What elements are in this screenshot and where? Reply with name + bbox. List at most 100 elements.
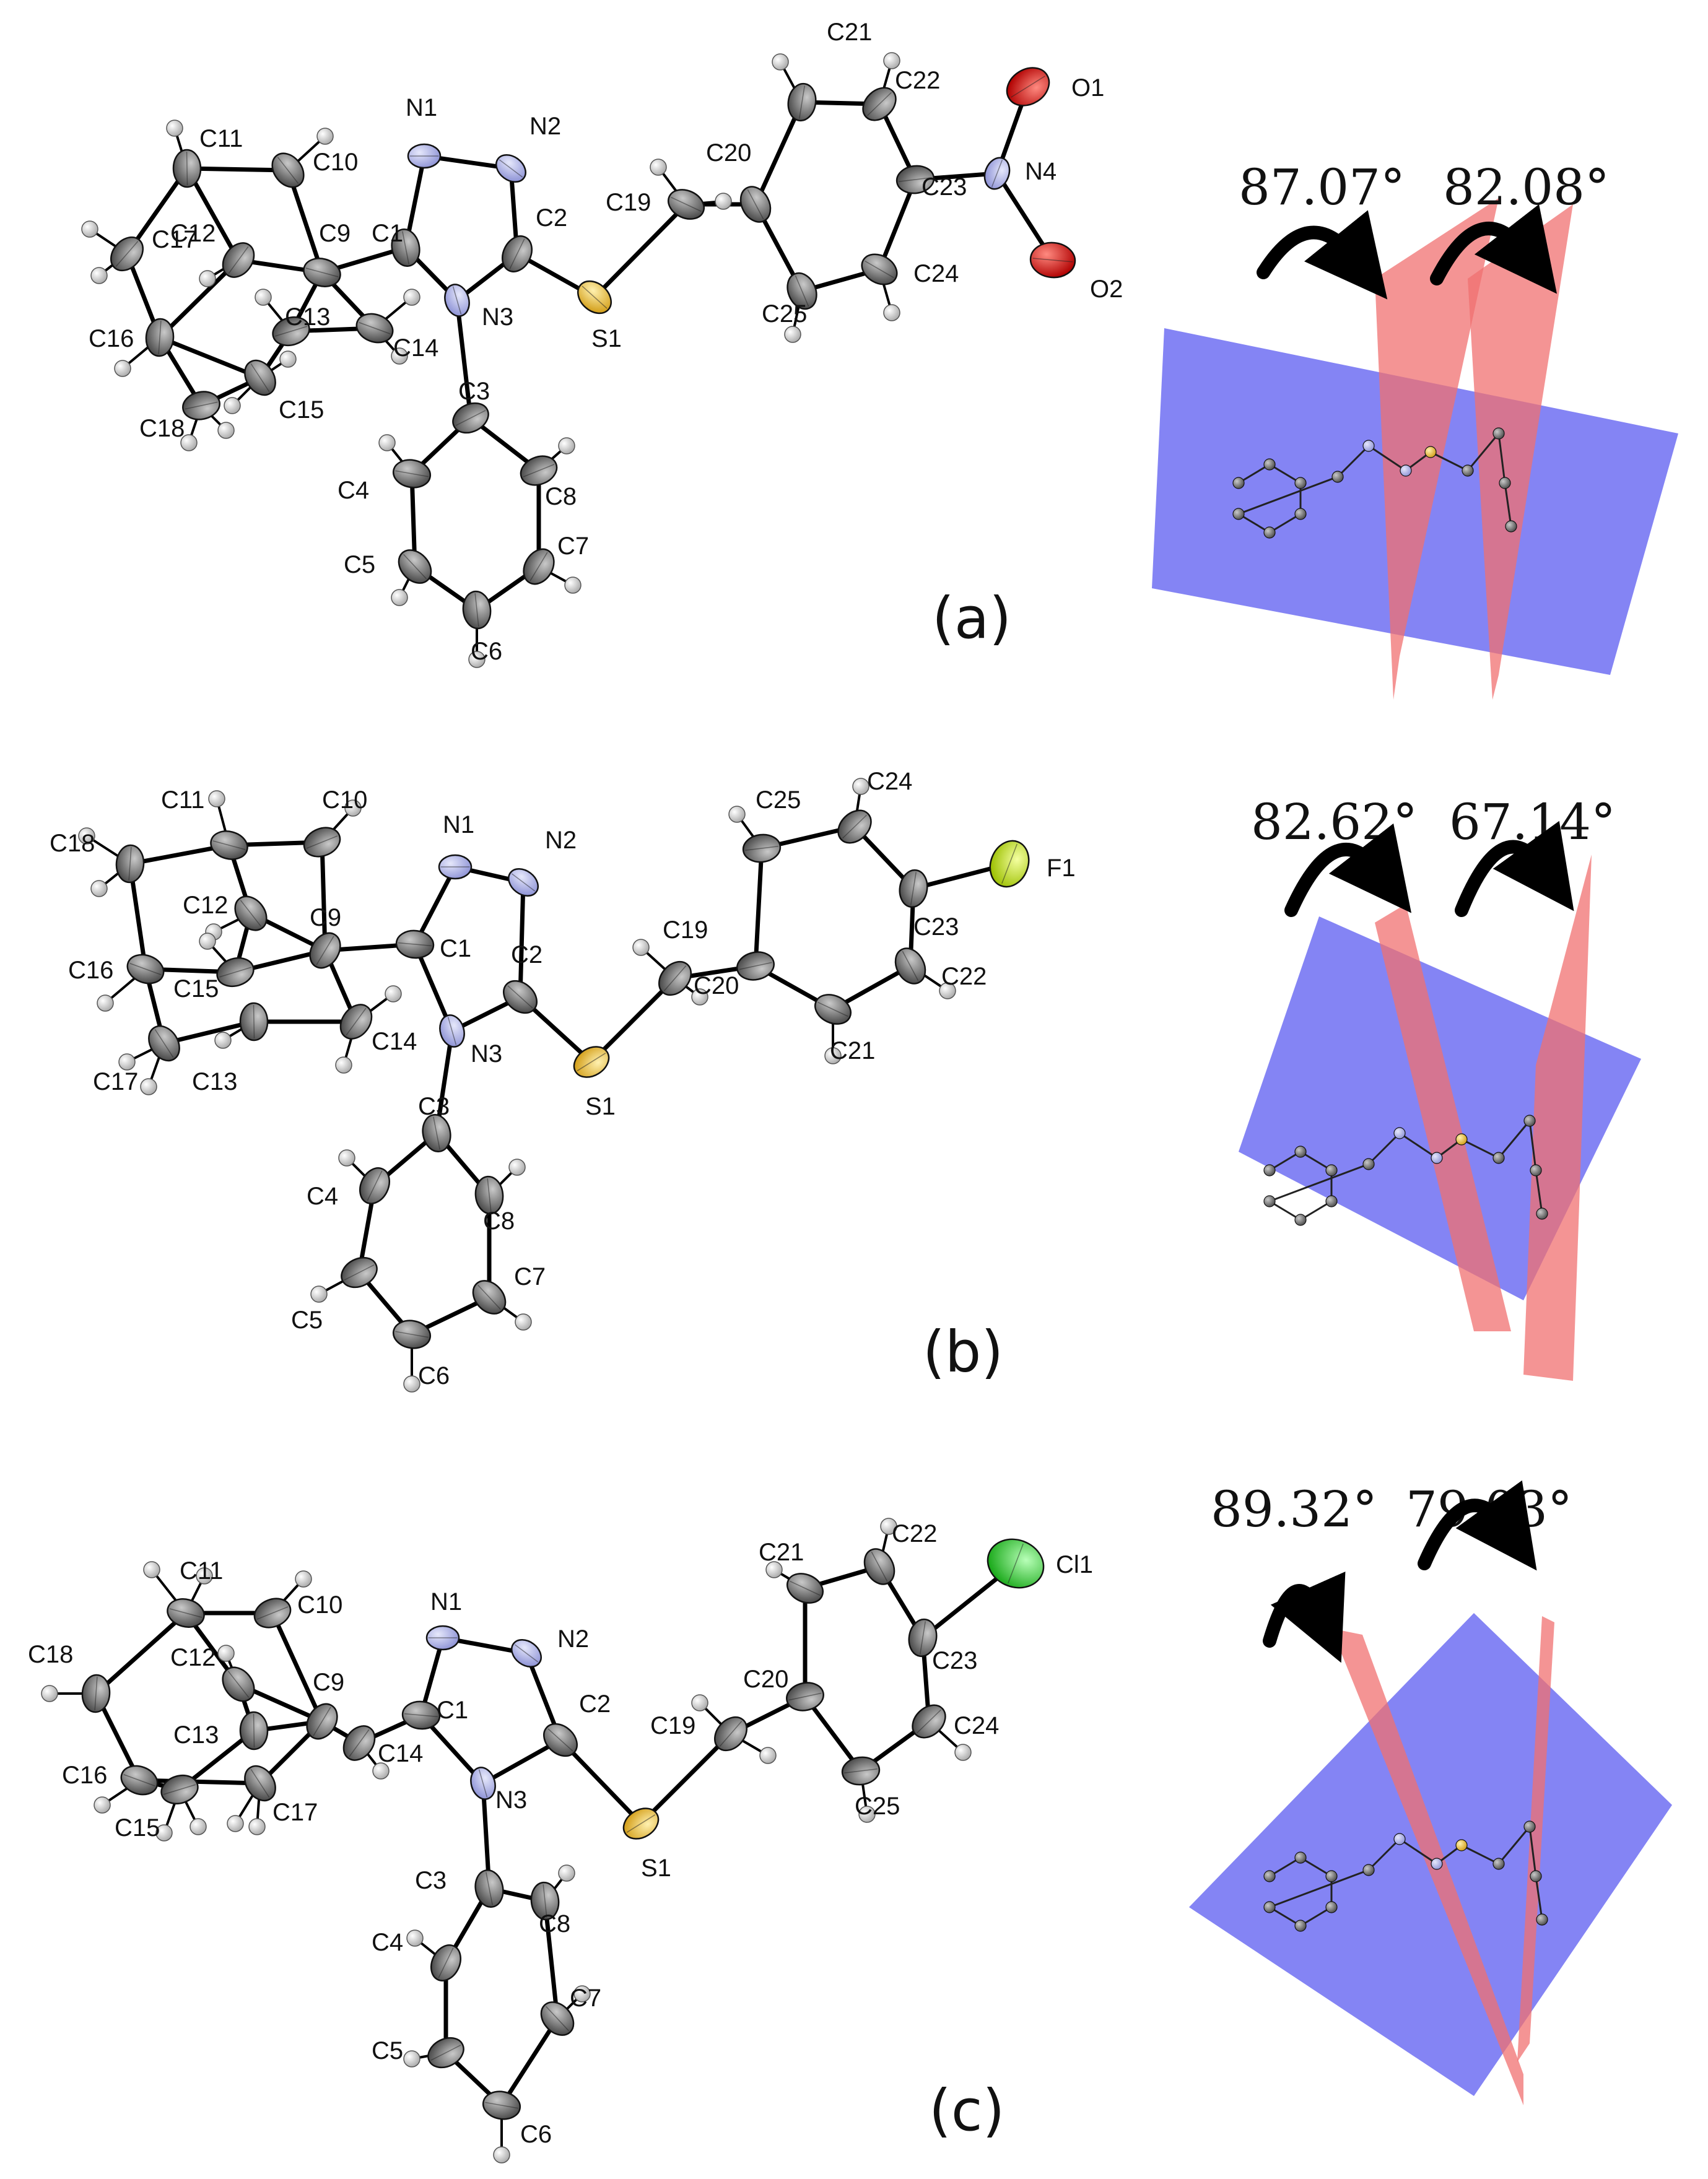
- atom-label-c19: C19: [650, 1712, 695, 1739]
- atom-axis: [817, 1001, 848, 1017]
- atom-axis: [256, 1606, 289, 1620]
- atom-label-c21: C21: [827, 19, 872, 46]
- bond-C10-C9: [270, 1611, 325, 1724]
- hydrogen-atom: [78, 827, 95, 845]
- atom-label-c14: C14: [393, 334, 438, 362]
- mini-bond: [1269, 1150, 1301, 1172]
- mini-bond: [1367, 1132, 1401, 1165]
- phenyl-plane: [1375, 904, 1511, 1331]
- hydrogen-atom: [97, 994, 114, 1012]
- atom-label-c17: C17: [272, 1799, 318, 1826]
- atom-axis: [367, 1170, 383, 1201]
- atom-axis: [250, 363, 270, 393]
- atom-label-c12: C12: [170, 1644, 216, 1671]
- atom-axis: [344, 1264, 375, 1281]
- atom-label-c15: C15: [173, 975, 219, 1003]
- atom-axis: [788, 1692, 822, 1701]
- atom-label-c23: C23: [922, 173, 967, 201]
- atom-axis: [920, 1621, 926, 1655]
- hydrogen-atom: [558, 437, 575, 455]
- atom-axis: [250, 1768, 270, 1798]
- phenyl-plane: [1331, 1629, 1523, 2105]
- mini-bond: [1300, 1856, 1332, 1877]
- atom-axis: [487, 1178, 492, 1212]
- mini-atom: [1232, 477, 1245, 489]
- mini-bond: [1238, 463, 1270, 484]
- rotation-arrow: [1257, 210, 1388, 300]
- hydrogen-atom: [378, 434, 396, 451]
- hydrogen-atom: [166, 120, 183, 137]
- hydrogen-atom: [90, 880, 108, 897]
- atom-label-c24: C24: [913, 260, 959, 287]
- atom-axis: [747, 189, 764, 220]
- atom-label-c11: C11: [161, 786, 204, 814]
- atom-axis: [842, 814, 867, 839]
- atom-label-c19: C19: [606, 189, 651, 216]
- hydrogen-atom: [403, 289, 420, 306]
- mini-bond: [1300, 1906, 1332, 1927]
- atom-axis: [274, 326, 308, 337]
- mini-bond: [1466, 433, 1500, 471]
- bond-C25-C20: [803, 1694, 863, 1773]
- hydrogen-atom: [41, 1685, 58, 1702]
- hydrogen-atom: [632, 939, 650, 956]
- hydrogen-group: [41, 1518, 972, 2164]
- atom-label-n3: N3: [471, 1040, 502, 1068]
- mini-atom: [1523, 1820, 1536, 1833]
- atom-label-c14: C14: [378, 1740, 423, 1767]
- atom-axis: [253, 1004, 255, 1039]
- atom-axis: [349, 1729, 370, 1757]
- atom-label-n2: N2: [545, 827, 577, 854]
- mini-atom: [1536, 1207, 1548, 1220]
- atom-label-c16: C16: [68, 957, 113, 984]
- hydrogen-atom: [180, 434, 198, 451]
- mini-bond: [1336, 445, 1370, 478]
- atom-axis: [507, 985, 533, 1009]
- rotation-arrow: [1430, 204, 1558, 294]
- atom-axis: [346, 1007, 367, 1036]
- mini-bond: [1504, 482, 1512, 527]
- atom-label-c17: C17: [93, 1068, 138, 1095]
- atom-label-c9: C9: [310, 904, 341, 931]
- atom-axis: [228, 246, 249, 274]
- mini-bond: [1399, 1838, 1437, 1865]
- bond-C2-S1: [558, 1738, 643, 1826]
- mini-bond: [1269, 463, 1301, 484]
- mini-atom: [1462, 464, 1474, 477]
- dihedral-angle-label: 67.14°: [1449, 793, 1616, 851]
- rotation-arrow: [1418, 1480, 1537, 1571]
- mini-atom: [1536, 1913, 1548, 1926]
- atom-axis: [902, 950, 919, 981]
- atom-axis: [485, 2102, 518, 2109]
- atom-axis: [577, 1053, 606, 1071]
- hydrogen-atom: [90, 267, 108, 284]
- panel-label: (a): [932, 585, 1011, 651]
- hydrogen-atom: [468, 651, 486, 668]
- atom-axis: [514, 1644, 539, 1663]
- atom-axis: [509, 238, 525, 269]
- mini-bond: [1238, 476, 1338, 515]
- bond-N2-C2: [518, 880, 526, 999]
- atom-axis: [452, 286, 462, 315]
- atom-label-c11: C11: [180, 1557, 223, 1585]
- bond-N3-C3: [455, 298, 473, 420]
- hydrogen-atom: [852, 778, 869, 795]
- atom-label-c10: C10: [313, 149, 358, 176]
- atom-label-c10: C10: [322, 786, 367, 814]
- atom-label-n4: N4: [1025, 158, 1057, 185]
- mini-atom: [1325, 1870, 1338, 1882]
- phenyl-plane: [1375, 198, 1499, 700]
- atom-label-c5: C5: [344, 551, 375, 578]
- atom-label-c18: C18: [139, 415, 185, 442]
- atom-label-n1: N1: [430, 1588, 462, 1616]
- atom-label-c5: C5: [291, 1307, 323, 1334]
- mini-atom: [1263, 1901, 1276, 1913]
- hydrogen-atom: [199, 270, 216, 287]
- atom-label-c18: C18: [50, 830, 95, 857]
- mini-atom: [1232, 508, 1245, 520]
- atom-axis: [1008, 1543, 1024, 1584]
- mini-bond: [1269, 1200, 1301, 1221]
- atom-group: N1N2N3N4O1O2S1C1C2C3C4C5C6C7C8C9C10C11C1…: [89, 19, 1123, 665]
